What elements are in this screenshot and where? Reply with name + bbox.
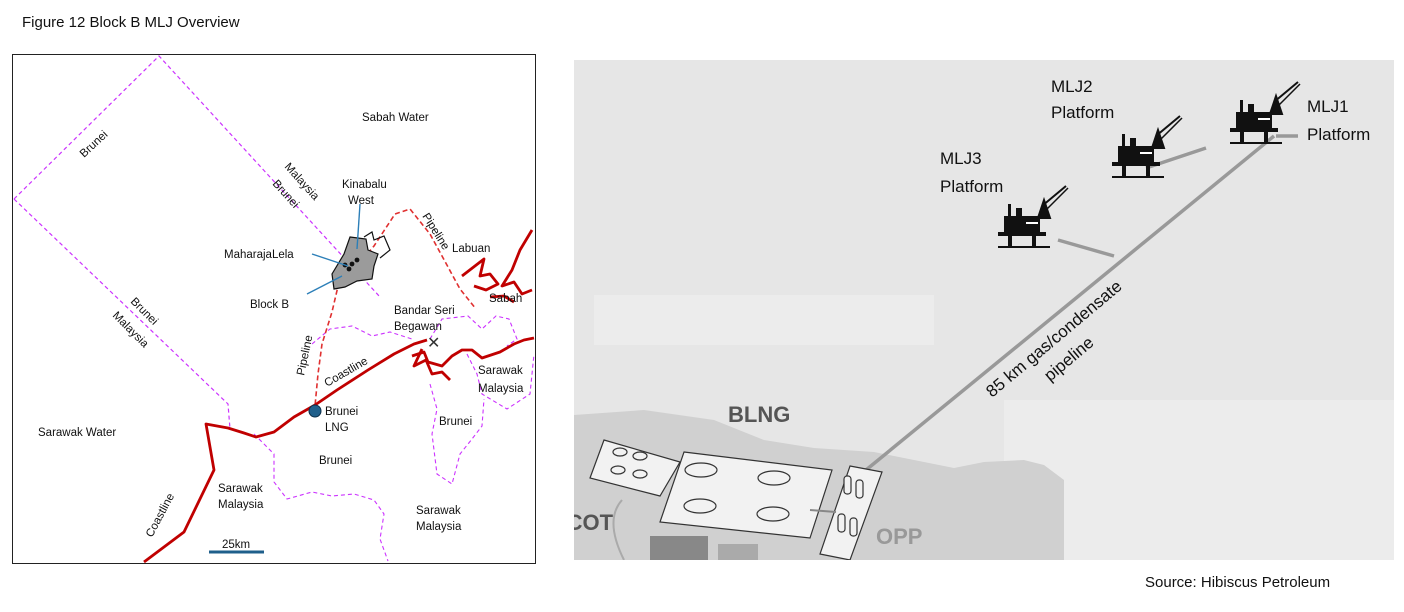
scot-tank-farm [589, 439, 681, 497]
label-maharajalela: MaharajaLela [224, 249, 294, 261]
bandar-seri-begawan-marker: ✕ [427, 335, 440, 352]
kinabalu-west-outline [363, 231, 391, 259]
label-begawan: Begawan [394, 321, 442, 333]
opp-facility [819, 465, 883, 560]
mlj2-label-1: MLJ2 [1051, 77, 1093, 96]
source-credit: Source: Hibiscus Petroleum [1145, 574, 1331, 591]
figure-title: Figure 12 Block B MLJ Overview [22, 14, 240, 31]
land-boundaries [253, 315, 535, 562]
label-brunei-lng-1: Brunei [325, 406, 358, 418]
label-sarawak-sw-1: Sarawak [218, 483, 263, 495]
label-sarawak-se-1: Sarawak [416, 505, 461, 517]
label-brunei-east: Brunei [439, 416, 472, 428]
label-labuan: Labuan [452, 243, 490, 255]
label-sabah-water: Sabah Water [362, 112, 429, 124]
leader-lines [306, 203, 361, 295]
label-block-b: Block B [250, 299, 289, 311]
mlj1-label-1: MLJ1 [1307, 97, 1349, 116]
label-sarawak-se-2: Malaysia [416, 521, 462, 533]
blng-label: BLNG [728, 402, 790, 427]
label-sarawak-water: Sarawak Water [38, 427, 116, 439]
coastline [143, 229, 535, 564]
mlj1-label-2: Platform [1307, 125, 1370, 144]
label-bandar-seri: Bandar Seri [394, 305, 455, 317]
block-b-area [331, 236, 379, 290]
maritime-boundaries [13, 55, 381, 430]
label-sarawak-e2: Malaysia [478, 383, 524, 395]
opp-label: OPP [876, 524, 922, 549]
label-sarawak-e1: Sarawak [478, 365, 523, 377]
mlj-schematic: MLJ2 Platform MLJ1 Platform MLJ3 Platfor… [574, 60, 1394, 560]
pipelines [314, 208, 477, 407]
label-scale: 25km [222, 539, 250, 551]
mlj2-label-2: Platform [1051, 103, 1114, 122]
mlj3-label-1: MLJ3 [940, 149, 982, 168]
brunei-lng-marker [308, 404, 322, 418]
label-brunei-south: Brunei [319, 455, 352, 467]
mlj3-label-2: Platform [940, 177, 1003, 196]
scot-label: SCOT [574, 510, 614, 535]
label-west: West [348, 195, 375, 207]
label-brunei-lng-2: LNG [325, 422, 349, 434]
label-sarawak-sw-2: Malaysia [218, 499, 264, 511]
building-2 [718, 544, 758, 560]
field-markers [342, 257, 360, 272]
label-sabah: Sabah [489, 293, 522, 305]
building-1 [650, 536, 708, 560]
blng-plant [659, 451, 833, 539]
label-kinabalu: Kinabalu [342, 179, 387, 191]
block-b-location-map: ✕ Sabah Water Brunei Malaysia Brunei Kin… [12, 54, 536, 564]
